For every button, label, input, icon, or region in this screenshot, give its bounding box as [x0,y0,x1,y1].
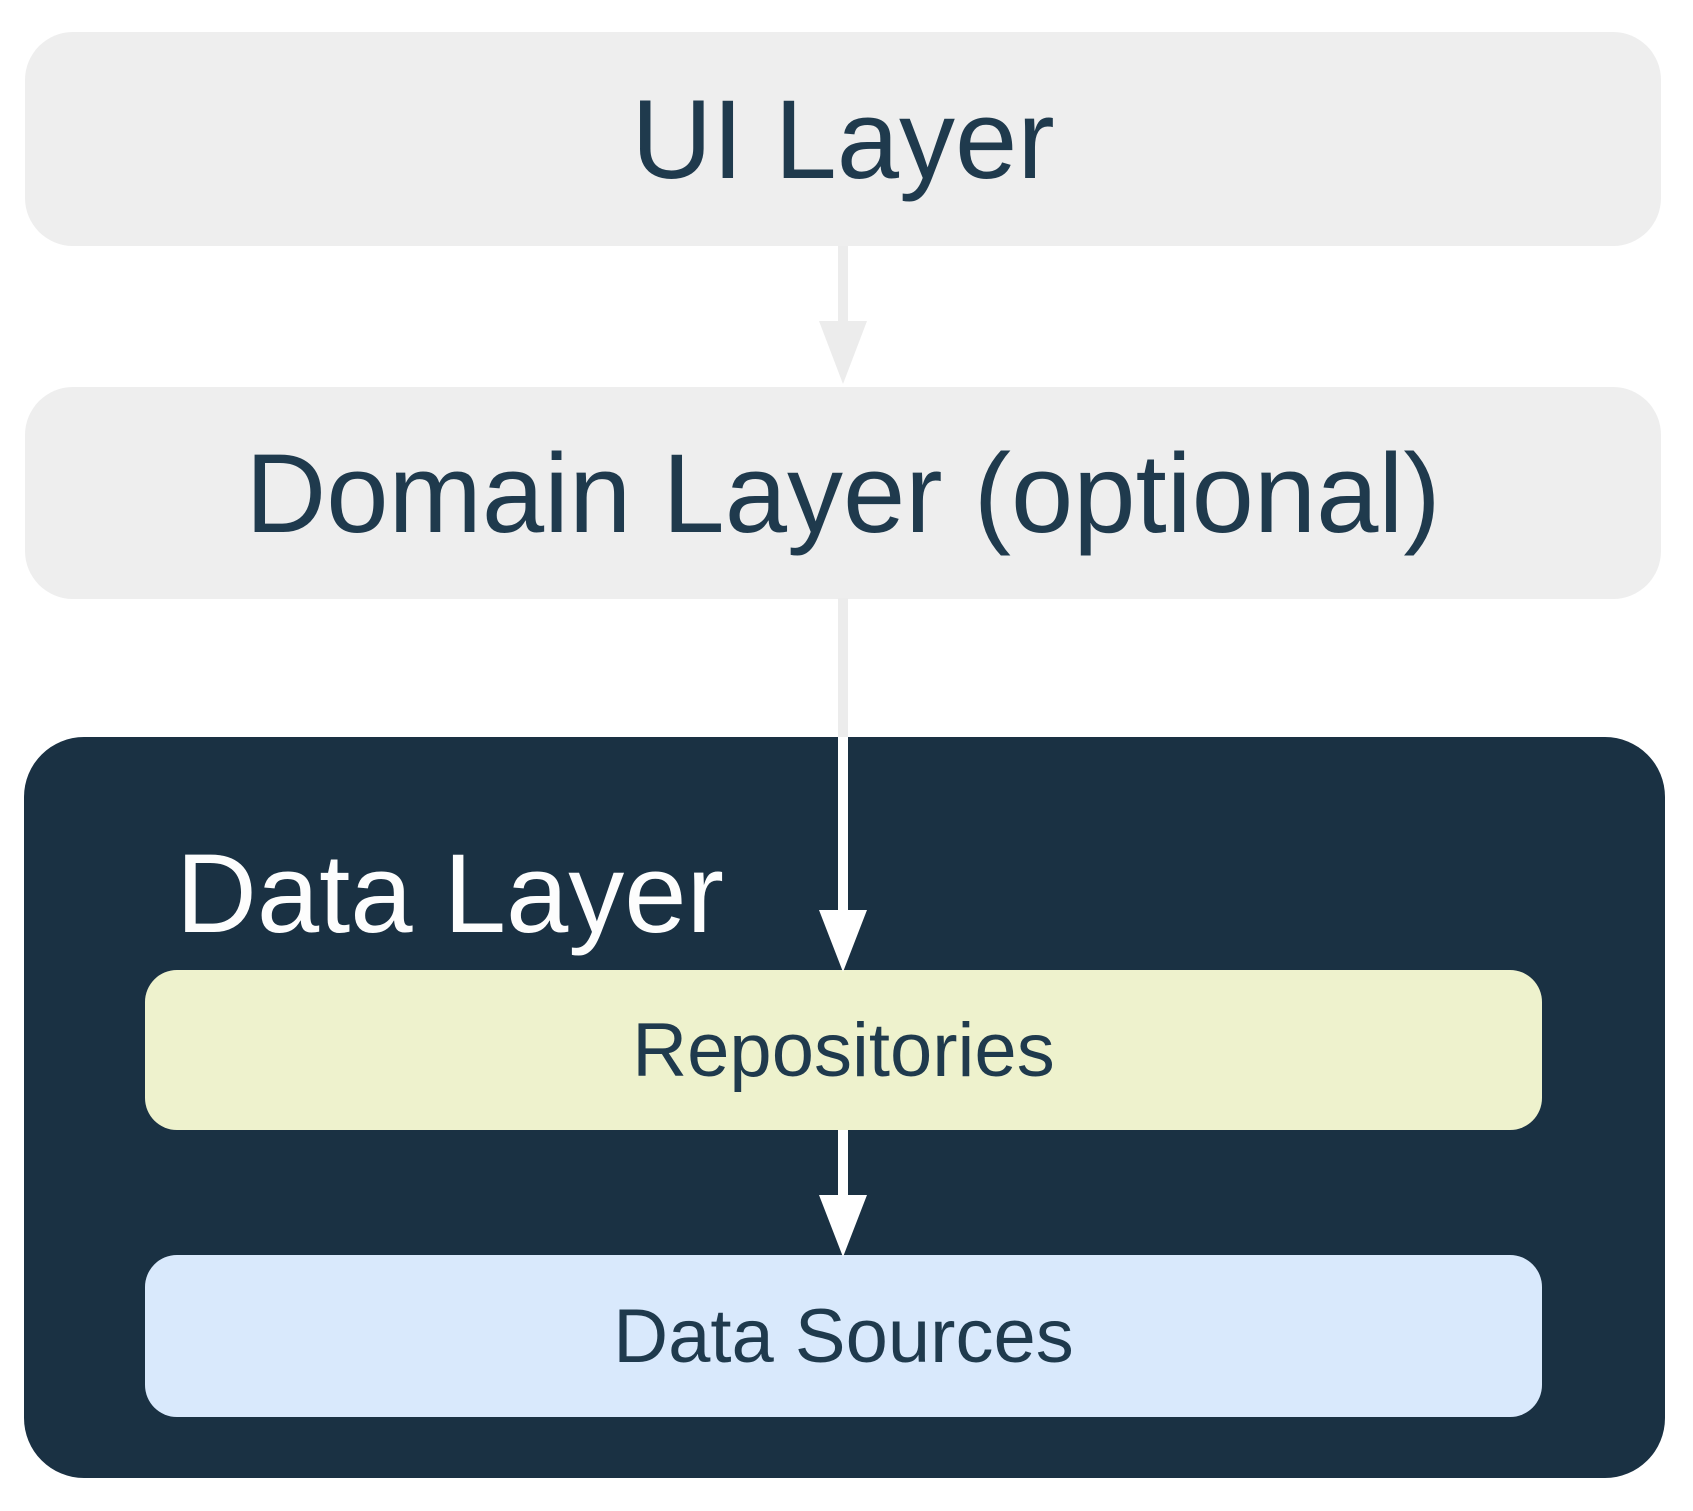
ui-layer-label: UI Layer [631,76,1055,202]
domain-layer-label: Domain Layer (optional) [245,430,1441,556]
node-repositories: Repositories [145,970,1542,1130]
arrow-ui-to-domain-icon [819,246,867,384]
node-domain-layer: Domain Layer (optional) [25,387,1661,599]
node-ui-layer: UI Layer [25,32,1661,246]
data-sources-label: Data Sources [613,1293,1074,1379]
node-data-layer: Data Layer Repositories Data Sources [24,737,1665,1478]
arrow-domain-gray-segment [838,598,848,737]
repositories-label: Repositories [632,1007,1055,1093]
data-layer-label: Data Layer [176,830,724,956]
node-data-sources: Data Sources [145,1255,1542,1417]
